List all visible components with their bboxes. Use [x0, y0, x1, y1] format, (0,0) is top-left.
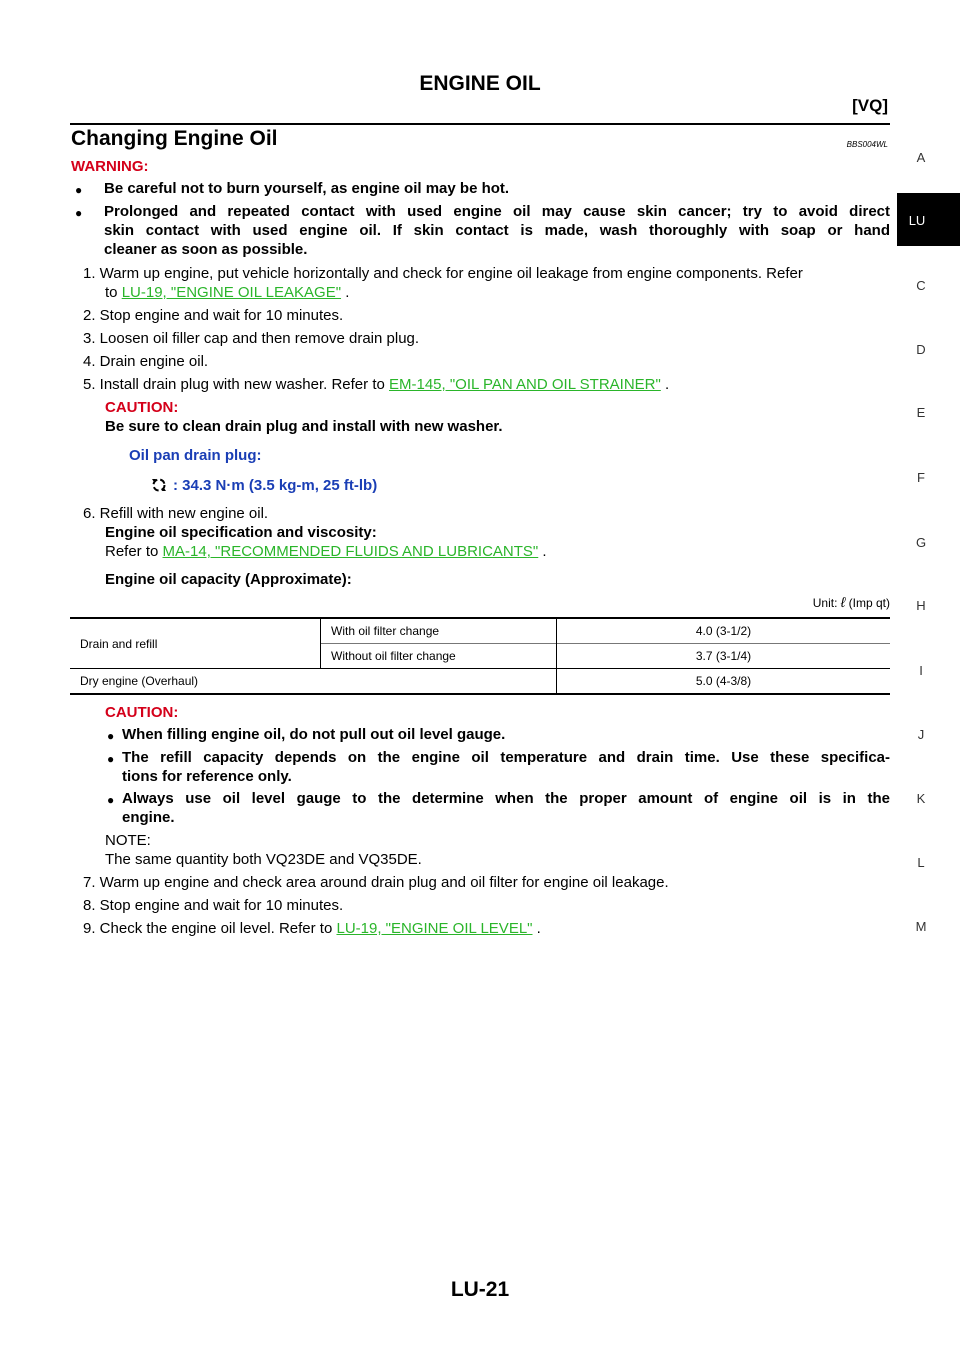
- side-tab-m[interactable]: M: [915, 919, 927, 934]
- side-tab-g[interactable]: G: [915, 535, 927, 550]
- caution-2-label: CAUTION:: [105, 704, 179, 721]
- table-cell-drain-refill: Drain and refill: [70, 617, 321, 669]
- link-oil-pan-strainer[interactable]: EM-145, "OIL PAN AND OIL STRAINER": [389, 376, 661, 393]
- step-9-text: 9. Check the engine oil level. Refer to: [83, 920, 333, 937]
- step-1-text: 1. Warm up engine, put vehicle horizonta…: [83, 265, 803, 282]
- step-6-refer: Refer to: [105, 543, 159, 560]
- capacity-table: Drain and refill With oil filter change …: [70, 617, 890, 695]
- note-text: The same quantity both VQ23DE and VQ35DE…: [105, 851, 422, 868]
- torque-value: : 34.3 N·m (3.5 kg-m, 25 ft-lb): [173, 477, 378, 494]
- caution-2-item-3-line2: engine.: [122, 809, 175, 826]
- side-tab-i[interactable]: I: [919, 663, 923, 678]
- caution-text: Be sure to clean drain plug and install …: [105, 418, 503, 435]
- step-1-period: .: [345, 284, 350, 301]
- step-6-spec-label: Engine oil specification and viscosity:: [105, 524, 377, 541]
- link-recommended-fluids[interactable]: MA-14, "RECOMMENDED FLUIDS AND LUBRICANT…: [162, 543, 539, 560]
- bullet-icon: ●: [75, 206, 83, 220]
- table-cell-without-filter: Without oil filter change: [320, 643, 557, 669]
- side-tab-d[interactable]: D: [916, 342, 926, 357]
- table-cell-dry-engine: Dry engine (Overhaul): [70, 668, 557, 695]
- unit-suffix: (Imp qt): [848, 596, 890, 610]
- table-cell-with-filter-value: 4.0 (3-1/2): [556, 617, 890, 644]
- warning-item-1: Be careful not to burn yourself, as engi…: [104, 180, 510, 197]
- step-7-text: 7. Warm up engine and check area around …: [83, 874, 669, 891]
- link-engine-oil-leakage[interactable]: LU-19, "ENGINE OIL LEAKAGE": [121, 284, 342, 301]
- bullet-icon: ●: [75, 183, 83, 197]
- caution-2-item-1: When filling engine oil, do not pull out…: [122, 726, 506, 743]
- warning-label: WARNING:: [71, 158, 149, 175]
- side-tab-active-bg: [897, 193, 960, 246]
- side-tab-f[interactable]: F: [917, 470, 925, 485]
- note-label: NOTE:: [105, 832, 151, 849]
- bullet-icon: ●: [107, 752, 115, 766]
- step-6-text: 6. Refill with new engine oil.: [83, 505, 269, 522]
- table-cell-with-filter: With oil filter change: [320, 617, 557, 644]
- torque-label: Oil pan drain plug:: [129, 447, 262, 464]
- step-9-period: .: [536, 920, 541, 937]
- step-3-text: 3. Loosen oil filler cap and then remove…: [83, 330, 420, 347]
- table-cell-dry-engine-value: 5.0 (4-3/8): [556, 668, 890, 695]
- section-code: [VQ]: [852, 96, 888, 115]
- header-rule: [70, 123, 890, 125]
- caution-label: CAUTION:: [105, 399, 179, 416]
- side-tab-a[interactable]: A: [916, 150, 926, 165]
- side-tab-e[interactable]: E: [916, 405, 926, 420]
- table-row: Drain and refill With oil filter change …: [70, 617, 890, 669]
- capacity-label: Engine oil capacity (Approximate):: [105, 571, 352, 588]
- side-tab-lu[interactable]: LU: [908, 213, 926, 228]
- side-tab-j[interactable]: J: [917, 727, 925, 742]
- step-5-period: .: [665, 376, 670, 393]
- caution-2-item-2-line1: The refill capacity depends on the engin…: [122, 749, 890, 766]
- step-8-text: 8. Stop engine and wait for 10 minutes.: [83, 897, 344, 914]
- caution-2-item-2-line2: tions for reference only.: [122, 768, 292, 785]
- warning-item-2-line3: cleaner as soon as possible.: [104, 241, 308, 258]
- reference-code: BBS004WL: [846, 140, 888, 149]
- unit-label: Unit:: [812, 596, 838, 610]
- bullet-icon: ●: [107, 729, 115, 743]
- warning-item-2-line1: Prolonged and repeated contact with used…: [104, 203, 890, 220]
- warning-item-2-line2: skin contact with used engine oil. If sk…: [104, 222, 890, 239]
- bullet-icon: ●: [107, 793, 115, 807]
- unit-row: Unit: ℓ (Imp qt): [813, 594, 890, 610]
- step-2-text: 2. Stop engine and wait for 10 minutes.: [83, 307, 344, 324]
- link-engine-oil-level[interactable]: LU-19, "ENGINE OIL LEVEL": [336, 920, 533, 937]
- step-6-period: .: [542, 543, 547, 560]
- side-tab-l[interactable]: L: [917, 855, 925, 870]
- caution-2-item-3-line1: Always use oil level gauge to the determ…: [122, 790, 890, 807]
- table-row: Dry engine (Overhaul) 5.0 (4-3/8): [70, 668, 890, 695]
- document-title: ENGINE OIL: [419, 72, 541, 95]
- side-tab-k[interactable]: K: [916, 791, 926, 806]
- step-1-to: to: [105, 284, 118, 301]
- table-row: Without oil filter change 3.7 (3-1/4): [70, 643, 890, 669]
- torque-wrench-icon: [150, 476, 168, 494]
- side-tab-c[interactable]: C: [916, 278, 926, 293]
- page-number: LU-21: [450, 1278, 510, 1301]
- section-heading: Changing Engine Oil: [71, 127, 278, 150]
- liter-icon: ℓ: [840, 594, 846, 610]
- table-cell-without-filter-value: 3.7 (3-1/4): [556, 643, 890, 669]
- side-tab-h[interactable]: H: [916, 598, 926, 613]
- step-4-text: 4. Drain engine oil.: [83, 353, 209, 370]
- step-5-text: 5. Install drain plug with new washer. R…: [83, 376, 385, 393]
